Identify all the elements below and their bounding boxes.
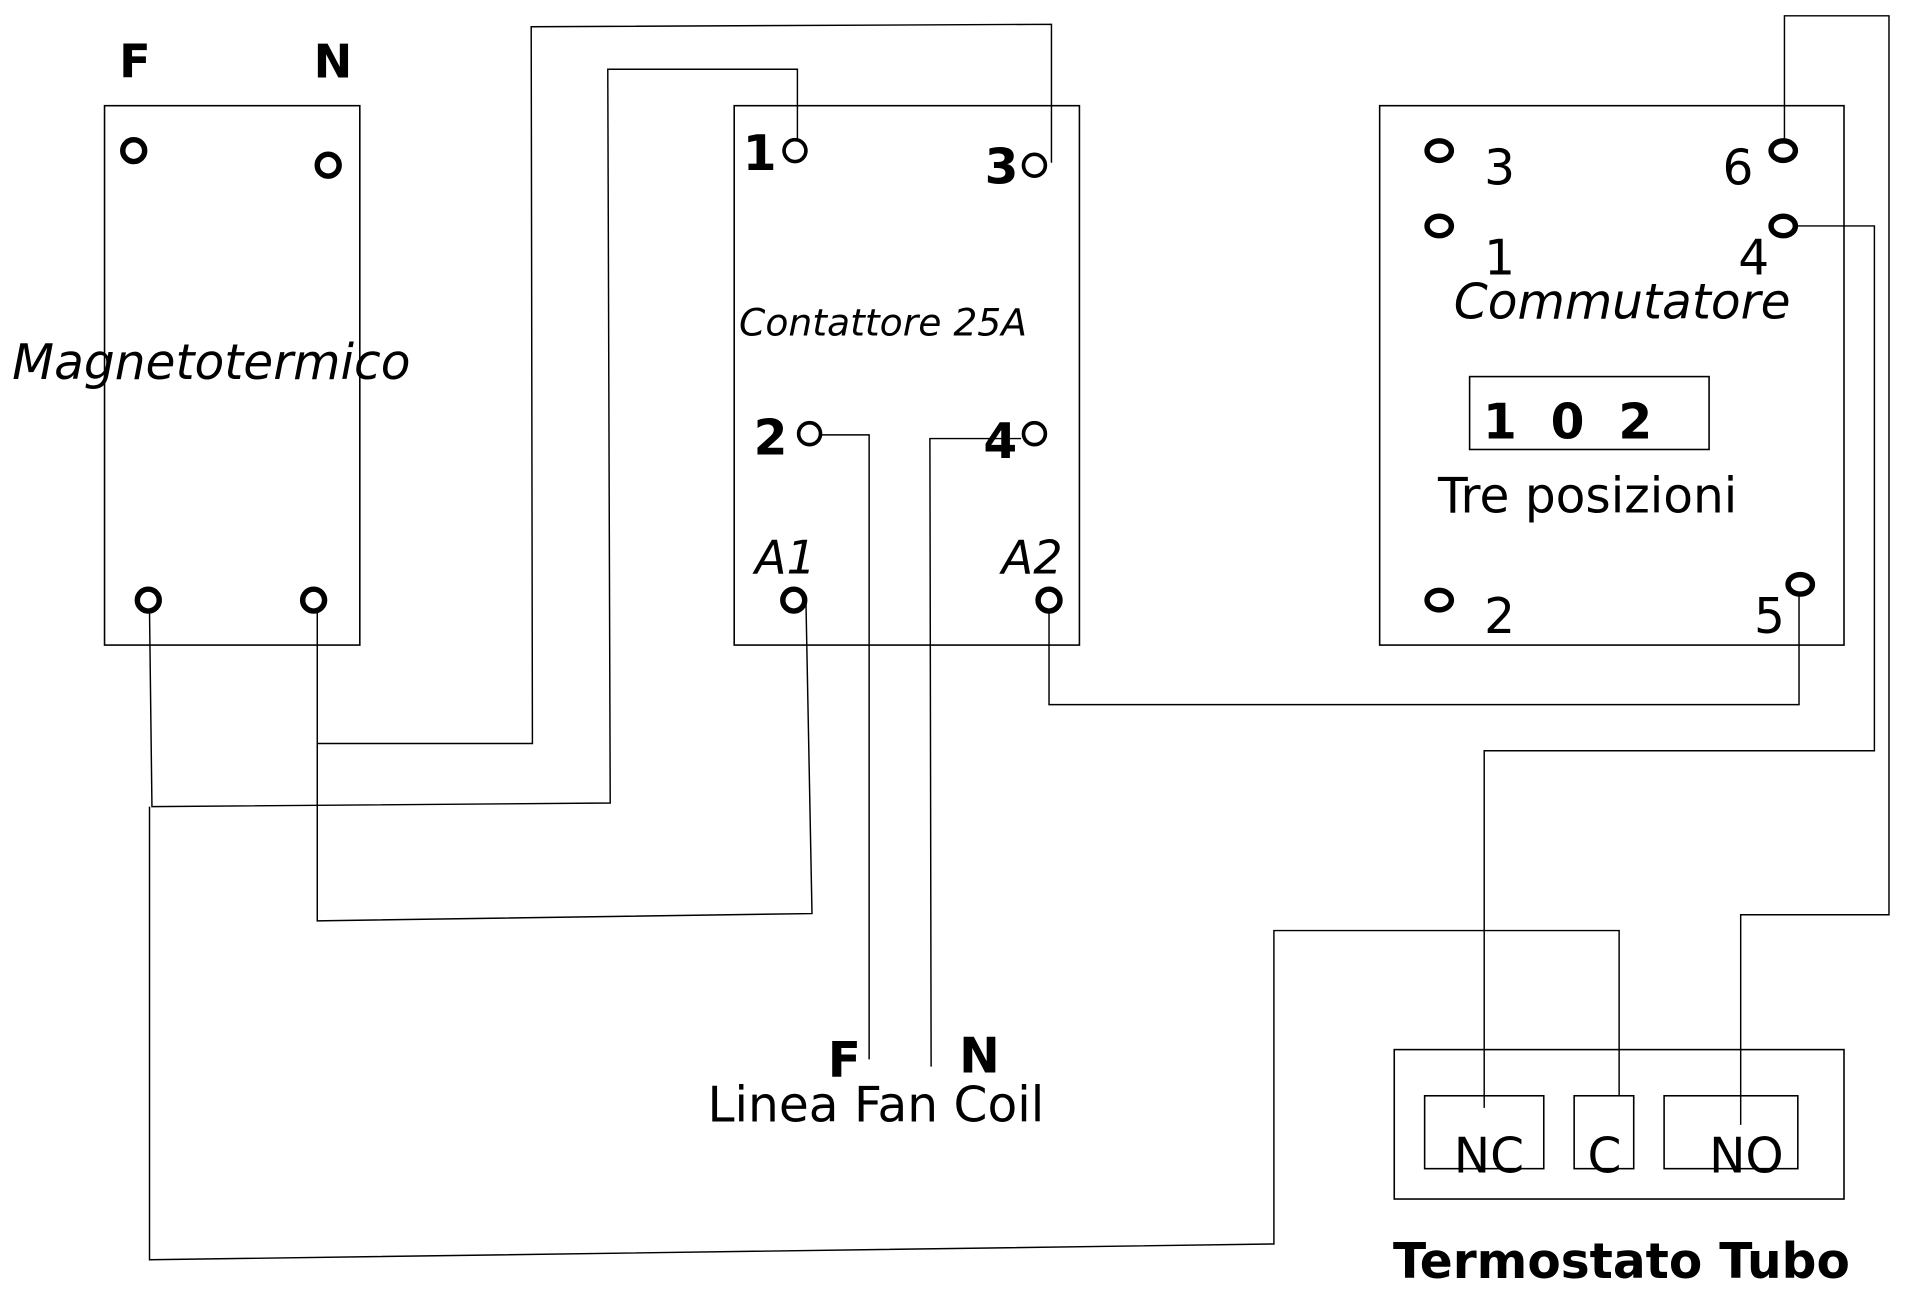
commutatore-terminal-label-4: 4 bbox=[1738, 231, 1769, 287]
commutatore-terminal-label-2: 2 bbox=[1484, 589, 1515, 645]
termostato-contact-c: C bbox=[1588, 1128, 1622, 1184]
commutatore-terminal-5 bbox=[1785, 571, 1816, 597]
commutatore: 3 6 1 4 2 5 Commutatore 1 0 2 Tre posizi… bbox=[1378, 104, 1845, 646]
magnetotermico-box bbox=[103, 104, 361, 646]
magnetotermico-terminal-n-out bbox=[299, 586, 328, 614]
magnetotermico-title: Magnetotermico bbox=[12, 335, 410, 391]
commutatore-terminal-label-3: 3 bbox=[1484, 141, 1515, 197]
wire-a2-to-commutatore-5 bbox=[1048, 594, 1800, 706]
wire-contattore-4-to-linea-n bbox=[929, 437, 1022, 1067]
termostato-contact-no-box bbox=[1663, 1094, 1799, 1170]
commutatore-terminal-4 bbox=[1768, 213, 1799, 239]
commutatore-positions-label: Tre posizioni bbox=[1437, 469, 1737, 525]
magnetotermico-label-f: F bbox=[119, 35, 151, 89]
commutatore-terminal-3 bbox=[1424, 138, 1455, 164]
commutatore-positions: 1 0 2 bbox=[1483, 395, 1652, 451]
magnetotermico: F N Magnetotermico bbox=[12, 35, 411, 646]
contattore-title: Contattore 25A bbox=[739, 300, 1027, 344]
wire-commutatore-4-to-termostato-nc bbox=[1483, 225, 1876, 1108]
contattore-terminal-label-4: 4 bbox=[983, 414, 1017, 470]
commutatore-terminal-1 bbox=[1424, 213, 1455, 239]
termostato-contact-c-box bbox=[1573, 1094, 1635, 1170]
contattore-terminal-label-3: 3 bbox=[985, 139, 1019, 195]
linea-fan-coil-title: Linea Fan Coil bbox=[707, 1077, 1044, 1133]
commutatore-title: Commutatore bbox=[1454, 274, 1791, 330]
wire-mag-n-to-a1 bbox=[316, 600, 813, 922]
linea-fan-coil-label-f: F bbox=[828, 1032, 861, 1088]
wire-commutatore-6-to-termostato-no bbox=[1739, 15, 1890, 1125]
wires bbox=[148, 15, 1890, 1261]
contattore-terminal-3 bbox=[1021, 152, 1048, 178]
linea-fan-coil-label-n: N bbox=[959, 1029, 1000, 1085]
termostato-title: Termostato Tubo bbox=[1393, 1234, 1850, 1290]
contattore-box bbox=[733, 104, 1081, 646]
contattore-terminal-2 bbox=[796, 420, 823, 447]
commutatore-terminal-6 bbox=[1768, 138, 1799, 164]
commutatore-box bbox=[1378, 104, 1845, 646]
commutatore-position-window bbox=[1468, 375, 1710, 451]
termostato-contact-no: NO bbox=[1709, 1128, 1784, 1184]
magnetotermico-terminal-n-in bbox=[314, 151, 342, 179]
wire-contattore-2-to-linea-f bbox=[820, 434, 870, 1060]
contattore-terminal-4 bbox=[1021, 420, 1048, 447]
contattore-terminal-a1 bbox=[780, 586, 808, 614]
termostato-tubo: NC C NO Termostato Tubo bbox=[1393, 1048, 1850, 1290]
contattore-terminal-a2 bbox=[1035, 586, 1063, 614]
contattore-coil-label-a1: A1 bbox=[752, 530, 816, 584]
wire-mag-f-to-termostato-c bbox=[148, 806, 1620, 1261]
wire-mag-n-to-contattore-3 bbox=[316, 23, 1053, 745]
commutatore-terminal-label-5: 5 bbox=[1754, 589, 1785, 645]
contattore: 1 3 2 4 Contattore 25A A1 A2 bbox=[733, 104, 1081, 646]
magnetotermico-label-n: N bbox=[314, 35, 353, 89]
commutatore-terminal-label-1: 1 bbox=[1484, 231, 1515, 287]
commutatore-terminal-label-6: 6 bbox=[1722, 141, 1753, 197]
linea-fan-coil: F N Linea Fan Coil bbox=[707, 1029, 1044, 1134]
contattore-terminal-label-1: 1 bbox=[743, 126, 777, 182]
contattore-terminal-label-2: 2 bbox=[754, 410, 788, 466]
magnetotermico-terminal-f-out bbox=[134, 586, 162, 614]
wire-mag-f-to-contattore-1 bbox=[148, 68, 799, 808]
termostato-contact-nc: NC bbox=[1454, 1128, 1524, 1184]
magnetotermico-terminal-f-in bbox=[120, 136, 148, 165]
contattore-terminal-1 bbox=[782, 137, 808, 164]
commutatore-terminal-2 bbox=[1424, 587, 1455, 613]
contattore-coil-label-a2: A2 bbox=[999, 530, 1063, 584]
